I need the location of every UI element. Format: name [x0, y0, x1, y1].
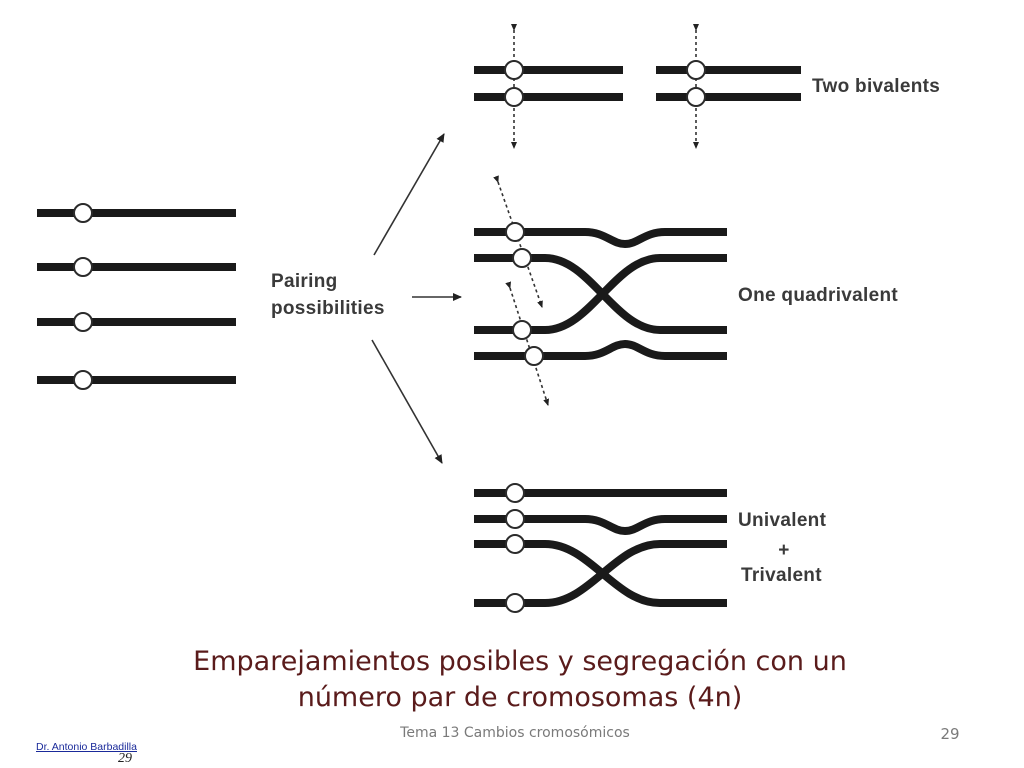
arrow-to-bivalents: [373, 133, 445, 256]
two-bivalents-label: Two bivalents: [812, 76, 940, 97]
centromere: [505, 222, 525, 242]
pairing-diagram: Pairing possibilities Two bivalents One …: [37, 24, 940, 613]
unpaired-chromosomes: [37, 203, 236, 390]
centromere: [73, 203, 93, 223]
plus-sign: +: [778, 540, 789, 561]
centromere: [73, 312, 93, 332]
caption-line-2: número par de cromosomas (4n): [297, 682, 743, 713]
univalent-label: Univalent: [738, 510, 827, 531]
arrow-to-univalent-trivalent: [371, 339, 443, 464]
pairing-label-line2: possibilities: [271, 298, 385, 319]
quadrivalent-figure: [474, 175, 727, 406]
univalent-trivalent-figure: [474, 483, 727, 613]
centromere: [524, 346, 544, 366]
page-number: 29: [940, 725, 960, 743]
spindle-axis: [505, 281, 549, 406]
centromere: [505, 534, 525, 554]
quadrivalent-chromosome-1: [474, 228, 727, 249]
centromere: [505, 509, 525, 529]
centromere: [504, 87, 524, 107]
trivalent-chromosome-3: [474, 540, 727, 607]
centromere: [512, 320, 532, 340]
centromere: [504, 60, 524, 80]
centromere: [505, 483, 525, 503]
centromere: [505, 593, 525, 613]
quadrivalent-chromosome-4: [474, 339, 727, 360]
spindle-axis: [493, 175, 543, 308]
trivalent-label: Trivalent: [741, 565, 822, 586]
trivalent-chromosome-1: [474, 515, 727, 536]
pairing-label-line1: Pairing: [271, 271, 338, 292]
author-link[interactable]: Dr. Antonio Barbadilla: [36, 741, 137, 753]
caption-line-1: Emparejamientos posibles y segregación c…: [193, 646, 847, 677]
footer-topic: Tema 13 Cambios cromosómicos: [400, 725, 630, 741]
centromere: [73, 257, 93, 277]
centromere: [686, 60, 706, 80]
one-quadrivalent-label: One quadrivalent: [738, 285, 898, 306]
centromere: [73, 370, 93, 390]
centromere: [512, 248, 532, 268]
two-bivalents-figure: [474, 24, 801, 149]
small-page-number: 29: [118, 751, 132, 766]
quadrivalent-chromosome-3: [474, 254, 727, 334]
centromere: [686, 87, 706, 107]
slide-caption: Emparejamientos posibles y segregación c…: [150, 644, 890, 716]
